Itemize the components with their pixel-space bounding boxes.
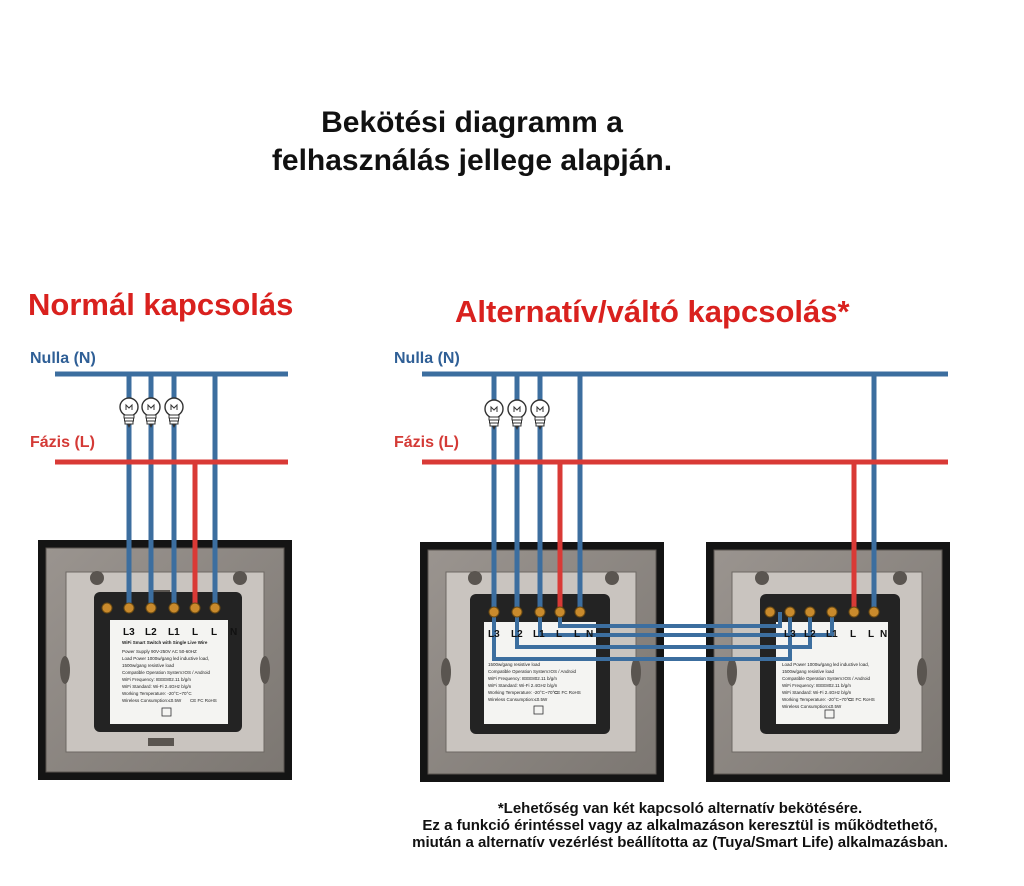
spec-line: WiFi Standard: Wi-Fi 2.4GHz b/g/n	[782, 690, 852, 695]
alternative-neutral-label: Nulla (N)	[394, 350, 460, 367]
spec-line: CE FC RoHS	[190, 698, 217, 703]
spec-line: WiFi Standard: Wi-Fi 2.4GHz b/g/n	[488, 683, 558, 688]
alternative-right-spec-label: Load Power 1000w/gang led inductive load…	[782, 662, 875, 719]
terminal-label: L	[211, 627, 217, 638]
alternative-right-terminal-screws	[764, 606, 880, 618]
terminal-label: L2	[145, 627, 157, 638]
spec-line: Working Temperature: -20°C~70°C	[782, 697, 852, 702]
wifi-smart-switch-icon	[824, 709, 835, 719]
alternative-section-title: Alternatív/váltó kapcsolás*	[455, 294, 850, 329]
terminal-label: L1	[826, 629, 838, 640]
alternative-left-switch-panel	[420, 542, 664, 782]
spec-line: 1500w/gang resistive load	[122, 663, 175, 668]
normal-switch-panel	[38, 540, 292, 780]
normal-terminal-screws	[101, 602, 221, 614]
footnote-line2: Ez a funkció érintéssel vagy az alkalmaz…	[422, 817, 938, 834]
terminal-label: L	[192, 627, 198, 638]
terminal-label: L3	[488, 629, 500, 640]
spec-line: Compatible Operation System:IOS / Androi…	[782, 676, 871, 681]
spec-line: WiFi Frequency: IEEE802.11 b/g/n	[782, 683, 851, 688]
terminal-label: N	[230, 627, 237, 638]
wifi-smart-switch-icon	[161, 707, 172, 717]
spec-line: Wireless Consumption:≤0.5W	[122, 698, 182, 703]
page-title: Bekötési diagramm a felhasználás jellege…	[0, 104, 944, 180]
spec-line: Power Supply 90V-250V AC 50-60HZ	[122, 649, 197, 654]
alternative-right-switch-panel	[706, 542, 950, 782]
spec-line: Working Temperature: -20°C~70°C	[122, 691, 192, 696]
spec-line: Compatible Operation System:IOS / Androi…	[122, 670, 211, 675]
spec-line: 1500w/gang resistive load	[488, 662, 541, 667]
normal-neutral-label: Nulla (N)	[30, 350, 96, 367]
spec-line: Wireless Consumption:≤0.5W	[782, 704, 842, 709]
normal-section-title: Normál kapcsolás	[28, 287, 294, 322]
wifi-smart-switch-icon	[533, 705, 544, 715]
terminal-label: L3	[123, 627, 135, 638]
terminal-label: N	[880, 629, 887, 640]
terminal-label: L1	[168, 627, 180, 638]
alternative-phase-label: Fázis (L)	[394, 434, 459, 451]
spec-line: WiFi Frequency: IEEE802.11 b/g/n	[122, 677, 191, 682]
terminal-label: N	[586, 629, 593, 640]
normal-spec-label: WiFi Smart Switch with Single Live Wire …	[122, 640, 217, 717]
spec-line: Compatible Operation System:IOS / Androi…	[488, 669, 577, 674]
light-bulb-icon	[507, 399, 527, 431]
spec-line: Load Power 1000w/gang led inductive load…	[782, 662, 869, 667]
spec-line: CE FC RoHS	[554, 690, 581, 695]
spec-line: WiFi Standard: Wi-Fi 2.4GHz b/g/n	[122, 684, 192, 689]
normal-terminal-labels: L3 L2 L1 L L N	[123, 627, 237, 638]
terminal-label: L	[574, 629, 580, 640]
terminal-label: L2	[804, 629, 816, 640]
alternative-right-terminal-labels: L3 L2 L1 L L N	[784, 629, 887, 640]
page-title-line1: Bekötési diagramm a	[321, 106, 623, 139]
alternative-left-terminal-screws	[488, 606, 586, 618]
terminal-label: L	[850, 629, 856, 640]
normal-phase-label: Fázis (L)	[30, 434, 95, 451]
footnote-line1: *Lehetőség van két kapcsoló alternatív b…	[497, 800, 863, 817]
spec-line: CE FC RoHS	[848, 697, 875, 702]
light-bulb-icon	[119, 397, 139, 429]
footnote: *Lehetőség van két kapcsoló alternatív b…	[380, 800, 980, 851]
terminal-label: L	[556, 629, 562, 640]
alternative-link-wires	[492, 612, 834, 661]
terminal-label: L	[868, 629, 874, 640]
footnote-line3: miután a alternatív vezérlést beállított…	[412, 834, 948, 851]
spec-line: Working Temperature: -20°C~70°C	[488, 690, 558, 695]
page-title-line2: felhasználás jellege alapján.	[271, 144, 673, 177]
terminal-label: L3	[784, 629, 796, 640]
spec-line: Load Power 1000w/gang led inductive load…	[122, 656, 209, 661]
light-bulb-icon	[141, 397, 161, 429]
spec-product: WiFi Smart Switch with Single Live Wire	[122, 640, 208, 645]
alternative-left-spec-label: 1500w/gang resistive load Compatible Ope…	[488, 662, 581, 715]
light-bulb-icon	[530, 399, 550, 431]
light-bulb-icon	[484, 399, 504, 431]
spec-line: Wireless Consumption:≤0.5W	[488, 697, 548, 702]
light-bulb-icon	[164, 397, 184, 429]
alternative-left-terminal-labels: L3 L2 L1 L L N	[488, 629, 593, 640]
terminal-label: L1	[533, 629, 545, 640]
spec-line: 1500w/gang resistive load	[782, 669, 835, 674]
spec-line: WiFi Frequency: IEEE802.11 b/g/n	[488, 676, 557, 681]
terminal-label: L2	[511, 629, 523, 640]
